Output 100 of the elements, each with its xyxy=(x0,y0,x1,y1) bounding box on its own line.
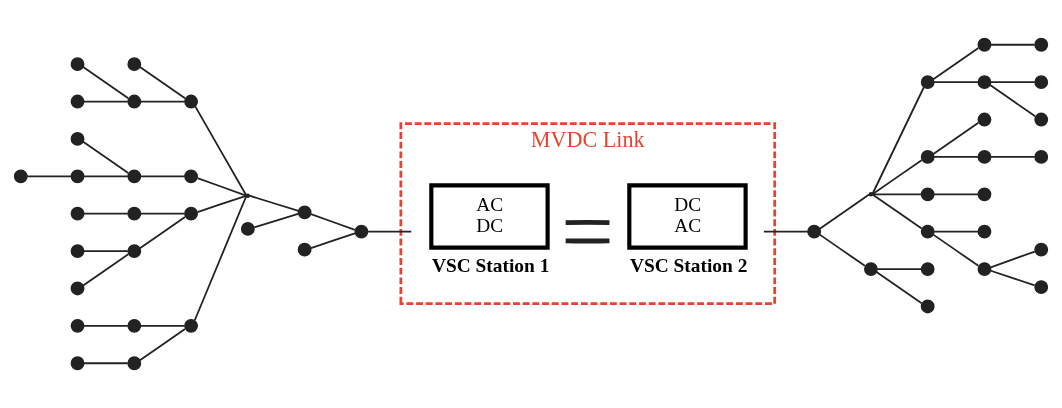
node-circle xyxy=(977,112,992,127)
connector xyxy=(139,66,186,100)
connector xyxy=(83,250,129,252)
node-circle xyxy=(70,169,85,184)
node-circle xyxy=(184,318,198,333)
node-circle xyxy=(354,224,369,239)
connector xyxy=(989,250,1036,269)
node-circle xyxy=(920,150,935,164)
node-circle xyxy=(70,318,85,333)
connector xyxy=(933,81,979,84)
connector xyxy=(875,271,923,305)
connector xyxy=(989,81,1036,84)
connector xyxy=(871,159,923,196)
node-circle xyxy=(977,37,992,52)
node-circle xyxy=(977,150,992,164)
node-circle xyxy=(1034,37,1049,52)
node-circle xyxy=(920,262,935,276)
node-circle xyxy=(920,75,935,90)
connector xyxy=(139,212,186,215)
node-circle xyxy=(977,187,992,202)
node-circle xyxy=(920,224,935,239)
node-circle xyxy=(70,94,85,109)
node-circle xyxy=(13,169,28,184)
node-circle xyxy=(807,224,822,239)
node-circle xyxy=(127,94,142,109)
node-label: VSC Station 2 xyxy=(630,255,748,277)
connector xyxy=(196,177,247,197)
node-circle xyxy=(1034,280,1049,294)
node-circle xyxy=(977,75,992,90)
connector xyxy=(194,105,248,197)
node-junction xyxy=(245,193,251,198)
connector xyxy=(933,156,979,158)
node-circle xyxy=(297,242,312,257)
connector xyxy=(310,232,356,249)
node-circle xyxy=(920,299,935,314)
connector xyxy=(83,212,129,215)
connector xyxy=(989,156,1036,158)
node-circle xyxy=(127,57,142,72)
connector xyxy=(932,47,980,81)
connector xyxy=(26,175,72,178)
node-box: DC AC xyxy=(627,183,748,250)
connector xyxy=(871,193,923,196)
connector xyxy=(933,230,979,233)
connector xyxy=(876,268,923,270)
connector xyxy=(871,193,923,230)
node-circle xyxy=(977,224,992,239)
node-circle xyxy=(70,281,85,296)
node-box: AC DC xyxy=(429,183,550,250)
connector xyxy=(83,324,129,327)
node-circle xyxy=(1034,112,1049,127)
connector xyxy=(253,213,299,229)
node-circle xyxy=(184,206,198,221)
node-circle xyxy=(70,132,85,146)
node-circle xyxy=(127,244,142,258)
node-circle xyxy=(127,318,142,333)
connector xyxy=(248,194,300,212)
node-circle xyxy=(184,169,198,184)
connector xyxy=(83,175,129,178)
connector xyxy=(565,219,610,225)
node-circle xyxy=(240,222,255,236)
node-circle xyxy=(1034,75,1049,90)
connector xyxy=(310,213,356,231)
node-circle xyxy=(127,356,142,371)
node-label: VSC Station 1 xyxy=(432,255,550,277)
connector xyxy=(989,43,1036,46)
connector xyxy=(989,269,1036,287)
connector xyxy=(196,194,247,213)
node-circle xyxy=(70,206,85,221)
node-circle xyxy=(1034,242,1049,257)
connector xyxy=(139,175,186,178)
node-circle xyxy=(184,94,198,109)
node-circle xyxy=(70,244,85,258)
connector xyxy=(193,195,248,322)
connector xyxy=(82,253,130,287)
connector xyxy=(82,66,130,100)
node-circle xyxy=(864,262,878,276)
node-junction xyxy=(868,192,874,197)
connector xyxy=(83,362,129,365)
connector xyxy=(565,238,610,244)
connector xyxy=(83,100,129,103)
connector xyxy=(139,324,186,327)
connector xyxy=(933,193,979,196)
connector xyxy=(82,140,130,174)
connector xyxy=(367,230,413,233)
connector xyxy=(871,86,925,195)
connector xyxy=(932,121,980,155)
connector xyxy=(818,233,866,267)
node-circle xyxy=(127,206,142,221)
connector xyxy=(139,100,186,103)
node-circle xyxy=(977,262,992,276)
node-circle xyxy=(920,187,935,202)
node-circle xyxy=(1034,150,1049,164)
node-circle xyxy=(70,57,85,72)
connector xyxy=(989,84,1037,118)
connector xyxy=(932,233,980,267)
node-circle xyxy=(297,205,312,220)
node-circle xyxy=(70,356,85,371)
connector xyxy=(763,230,809,233)
node-circle xyxy=(127,169,142,184)
connector xyxy=(139,328,186,362)
